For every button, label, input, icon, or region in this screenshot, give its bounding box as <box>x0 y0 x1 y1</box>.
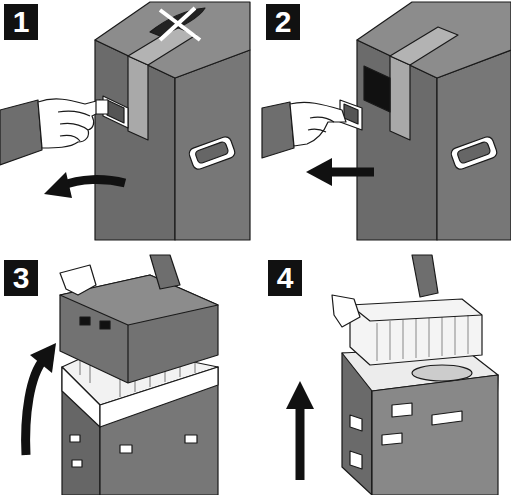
callout-number: 1 <box>4 4 38 40</box>
callout-number: 3 <box>4 260 38 296</box>
panel-4 <box>286 255 498 495</box>
panel-1 <box>0 2 250 240</box>
panel-2 <box>262 2 511 240</box>
panel-3 <box>26 255 218 495</box>
callout-number: 4 <box>268 260 302 296</box>
callout-number: 2 <box>266 4 300 40</box>
